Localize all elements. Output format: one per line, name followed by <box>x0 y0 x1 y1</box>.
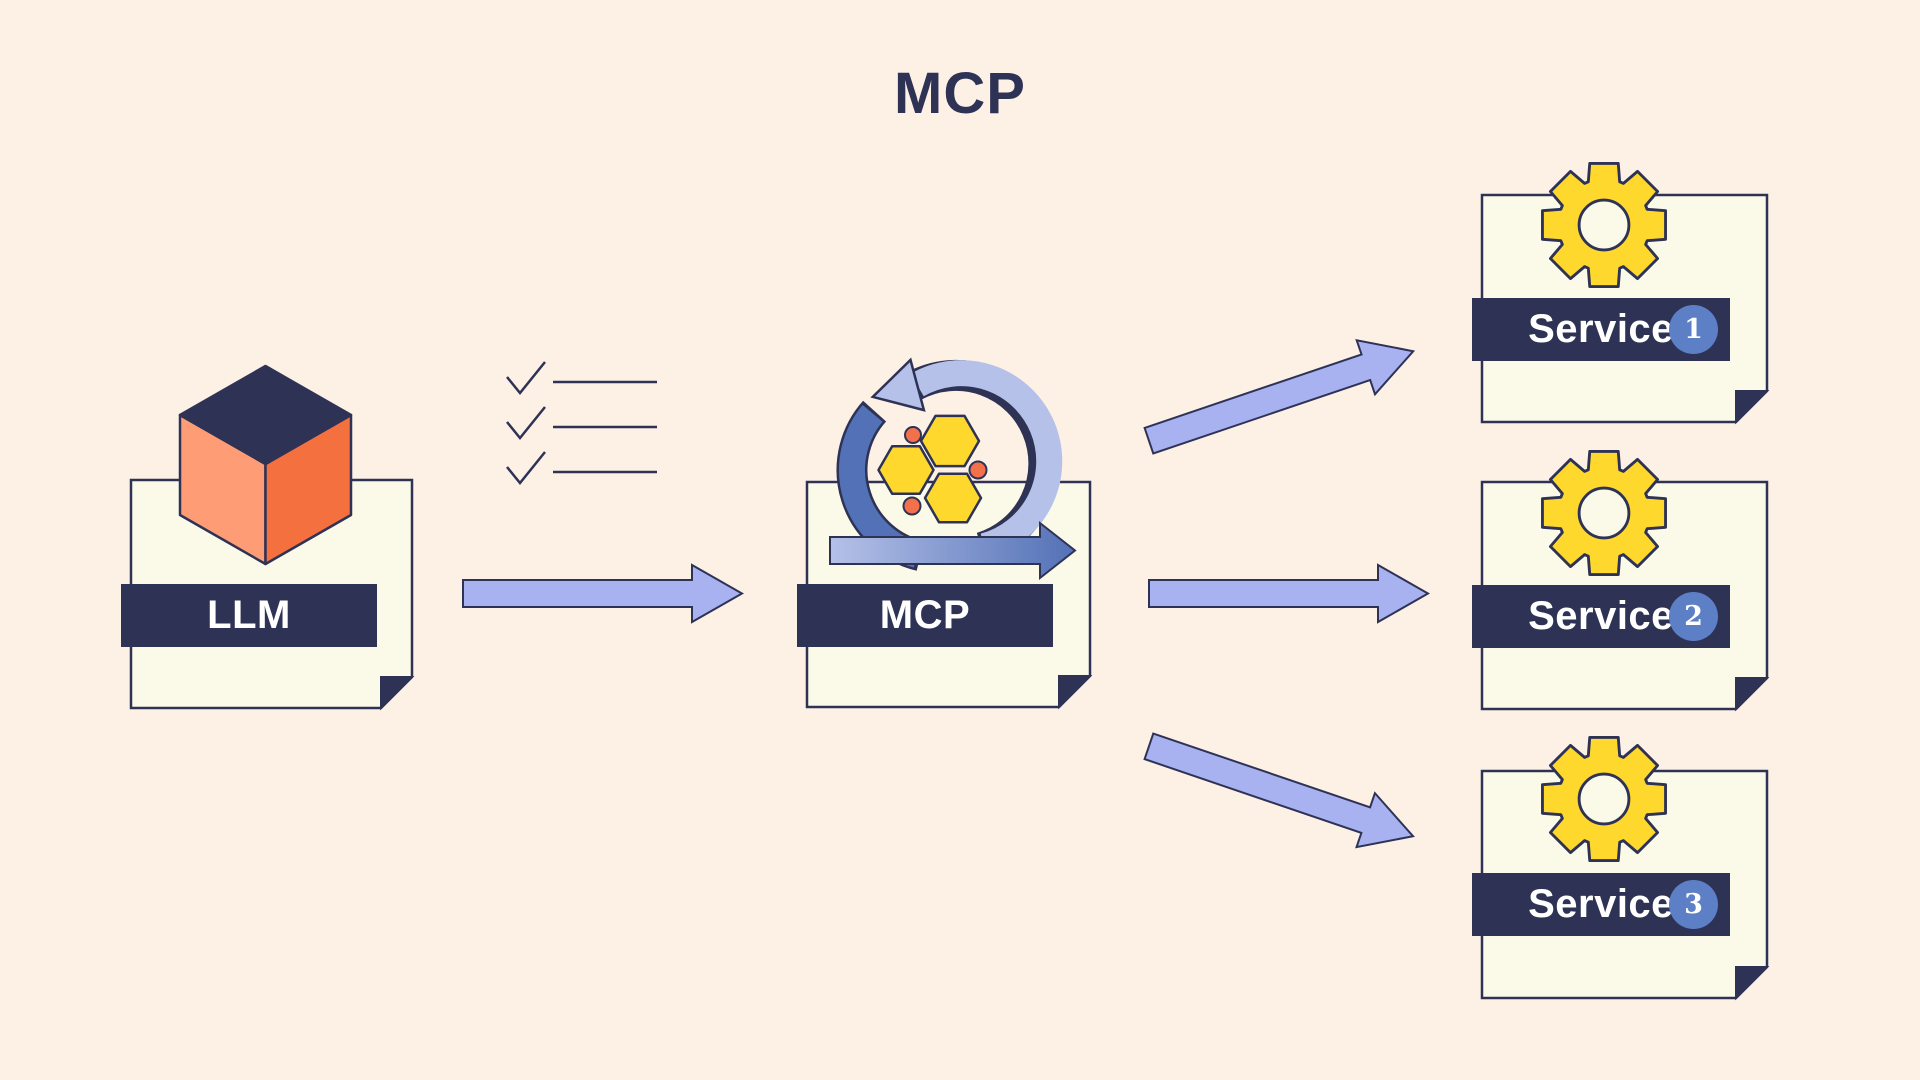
service-1-badge-number: 1 <box>1684 314 1703 345</box>
arrow-mcp-to-service-1-icon <box>1143 338 1416 455</box>
page-title: MCP <box>894 61 1026 126</box>
arrow-mcp-to-service-2-icon <box>1148 563 1431 624</box>
arrows-mcp-to-services <box>1143 338 1431 849</box>
service-3-badge-number: 3 <box>1684 889 1703 920</box>
service-3-label: Service <box>1528 882 1674 926</box>
arrow-mcp-to-service-3-icon <box>1143 732 1415 849</box>
service-3-label-band: Service 3 <box>1472 873 1730 936</box>
service-2-label-band: Service 2 <box>1472 585 1730 648</box>
service-2-badge-number: 2 <box>1684 601 1703 632</box>
sprint-cycle-icon <box>829 357 1077 581</box>
llm-label: LLM <box>207 593 291 637</box>
llm-label-band: LLM <box>121 584 377 647</box>
cube-icon <box>178 364 353 566</box>
gear-icon <box>1541 736 1667 862</box>
mcp-paper-fold <box>1058 675 1093 710</box>
mcp-label: MCP <box>879 593 971 637</box>
mcp-label-band: MCP <box>797 584 1053 647</box>
gear-icon <box>1541 162 1667 288</box>
service-1-paper-fold <box>1735 390 1770 425</box>
service-2-paper-fold <box>1735 677 1770 712</box>
service-2-badge: 2 <box>1669 592 1718 641</box>
gear-icon <box>1541 450 1667 576</box>
checklist-icon <box>506 361 657 485</box>
service-1-label-band: Service 1 <box>1472 298 1730 361</box>
service-1-badge: 1 <box>1669 305 1718 354</box>
service-3-badge: 3 <box>1669 880 1718 929</box>
service-3-paper-fold <box>1735 966 1770 1001</box>
llm-paper-fold <box>380 676 415 711</box>
service-2-label: Service <box>1528 594 1674 638</box>
arrow-llm-to-mcp-icon <box>462 563 745 624</box>
service-1-label: Service <box>1528 307 1674 351</box>
